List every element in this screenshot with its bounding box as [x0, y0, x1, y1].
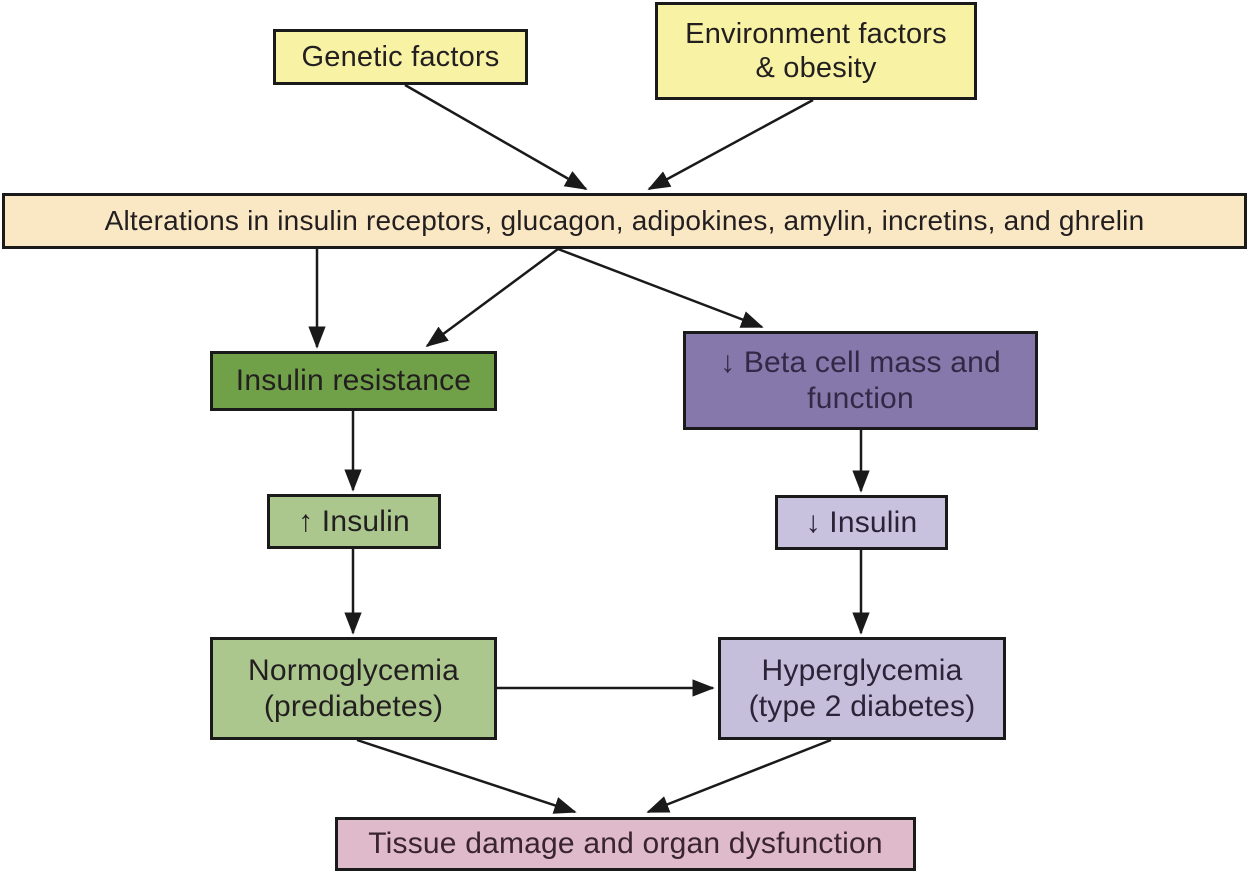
node-decreased-insulin: ↓ Insulin: [775, 495, 948, 550]
arrow-alterations-to-beta-cell: [557, 247, 764, 329]
node-increased-insulin-label: ↑ Insulin: [298, 504, 410, 538]
node-decreased-insulin-label: ↓ Insulin: [805, 505, 918, 539]
node-alterations-label: Alterations in insulin receptors, glucag…: [104, 205, 1145, 237]
node-tissue-damage-organ-dysfunction: Tissue damage and organ dysfunction: [335, 817, 916, 871]
node-normoglycemia-prediabetes: Normoglycemia (prediabetes): [210, 637, 497, 740]
node-increased-insulin: ↑ Insulin: [267, 494, 441, 549]
arrow-normoglycemia-to-tissue: [356, 738, 577, 814]
arrow-hyperglycemia-to-tissue: [646, 738, 832, 814]
node-insulin-resistance-label: Insulin resistance: [235, 364, 472, 398]
node-environment-label-line2: & obesity: [755, 52, 877, 84]
node-hyperglycemia-type2-diabetes: Hyperglycemia (type 2 diabetes): [718, 637, 1006, 740]
node-genetic-factors: Genetic factors: [273, 29, 528, 85]
node-hyperglycemia-label-line2: (type 2 diabetes): [748, 689, 976, 723]
node-insulin-resistance: Insulin resistance: [210, 351, 497, 411]
node-genetic-factors-label: Genetic factors: [301, 40, 500, 73]
node-environment-factors-obesity: Environment factors & obesity: [655, 2, 977, 100]
node-alterations: Alterations in insulin receptors, glucag…: [2, 193, 1247, 249]
node-beta-cell-mass-function: ↓ Beta cell mass and function: [683, 331, 1038, 430]
node-environment-label-line1: Environment factors: [685, 17, 947, 50]
node-hyperglycemia-label-line1: Hyperglycemia: [761, 654, 963, 688]
node-normoglycemia-label-line1: Normoglycemia: [248, 654, 459, 688]
node-tissue-damage-label: Tissue damage and organ dysfunction: [368, 827, 883, 861]
node-normoglycemia-label-line2: (prediabetes): [263, 689, 444, 723]
arrow-environment-to-alterations: [647, 98, 814, 191]
node-beta-cell-label-line1: ↓ Beta cell mass and: [720, 346, 1001, 380]
arrow-alterations-to-insulin-resistance-diagonal: [425, 247, 559, 348]
arrow-genetic-to-alterations: [404, 83, 588, 191]
node-beta-cell-label-line2: function: [807, 381, 914, 415]
